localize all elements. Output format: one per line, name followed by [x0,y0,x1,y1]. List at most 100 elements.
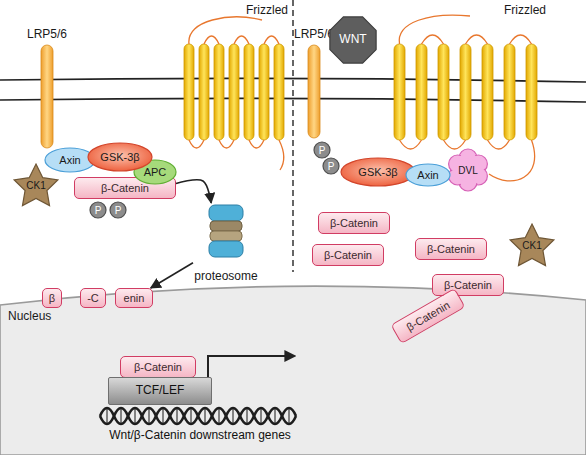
ck1-kinase: CK1 [12,161,60,209]
wnt-ligand: WNT [327,14,379,66]
divider-line [292,0,294,272]
fragment-box: β [42,288,62,308]
circle-outline [110,202,126,218]
proteasome-disc [209,241,243,257]
node-label: β-Catenin [324,249,372,261]
node-label: β-Catenin [330,217,378,229]
beta-catenin-box: β-Catenin [415,238,487,260]
node-label: Nucleus [8,310,51,323]
reaction-arrow [151,263,193,288]
loop [204,36,219,44]
node-label: DVL [458,165,477,176]
node-label: CK1 [522,240,541,251]
loop [249,140,264,148]
phosphate-circle: P [89,201,107,219]
nuclear-envelope [0,286,586,455]
node-label: GSK-3β [358,166,397,178]
flower-outline [449,149,488,191]
phosphate-circle: P [322,157,340,175]
node-label: β-Catenin [134,361,182,373]
node-label: Frizzled [246,4,288,17]
helix [416,44,427,140]
node-label: β [49,292,55,304]
loop [510,35,532,44]
circle-outline [323,158,339,174]
loop [422,35,444,44]
node-label: LRP5/6 [294,28,334,41]
frizzled-loops [189,17,284,170]
helix [438,44,449,140]
node-label: P [115,205,122,216]
loop [489,140,535,181]
loop [189,140,204,148]
node-label: WNT [339,33,366,46]
helix [504,44,515,140]
axin-protein: Axin [405,163,451,187]
phosphate-circle: P [109,201,127,219]
node-label: TCF/LEF [136,384,185,397]
node-label: P [319,145,326,156]
node-label: Frizzled [504,4,546,17]
node-label: proteosome [194,270,257,283]
tube-shape [22,28,72,150]
node-label: Axin [417,169,438,181]
membrane-line [0,78,586,82]
flower-center [456,158,480,182]
proteasome: proteosome [193,203,259,283]
star-outline [510,224,554,266]
node-label: P [95,205,102,216]
node-label: enin [124,292,145,304]
gene-label: Wnt/β-Catenin downstream genes [95,428,305,442]
node-label: P [328,161,335,172]
proteasome-disc [210,221,242,231]
ck1-kinase: CK1 [508,221,556,269]
beta-catenin-box: β-Catenin [312,244,384,266]
octagon-outline [330,17,376,63]
loop [234,36,249,44]
proteasome-disc [210,231,242,241]
gsk3b-kinase: GSK-3β [87,142,153,172]
phosphate-circle: P [313,141,331,159]
loop [399,15,470,44]
node-label: β-Catenin [427,243,475,255]
helix [482,44,493,140]
circle-outline [314,142,330,158]
membrane-line [0,98,586,102]
receptor-tube [41,45,53,148]
lrp-receptor: LRP5/6 [22,28,72,150]
loop [189,17,262,44]
frizzled-receptor: Frizzled [390,4,546,144]
helix [526,44,537,140]
beta-catenin-box: β-Catenin [432,274,504,296]
helix [214,44,224,140]
helix [460,44,471,140]
frizzled-helices [184,44,284,140]
helix [274,44,284,140]
node-label: Axin [59,154,80,166]
loop [400,140,422,149]
fragment-box: -C [80,288,106,308]
ellipse-outline [88,143,152,171]
circle-outline [90,202,106,218]
frizzled-receptor: Frizzled [178,4,288,144]
ellipse-outline [45,148,95,172]
fragment-box: enin [115,288,153,308]
frizzled-loops [399,15,534,181]
helix [394,44,405,140]
loop [444,140,466,149]
reaction-arrow [176,180,211,203]
beta-catenin-box: β-Catenin [120,356,196,378]
helix [259,44,269,140]
gsk3b-kinase: GSK-3β [340,157,416,187]
loop [279,140,284,170]
ellipse-outline [406,164,450,186]
tcf-lef-box: TCF/LEF [108,377,212,405]
dvl-protein: DVL [446,148,490,192]
node-label: -C [87,292,99,304]
node-label: CK1 [26,180,45,191]
helix [229,44,239,140]
receptor-tube [308,45,320,138]
proteasome-disc [209,205,243,221]
loop [264,36,279,44]
loop [488,140,510,149]
